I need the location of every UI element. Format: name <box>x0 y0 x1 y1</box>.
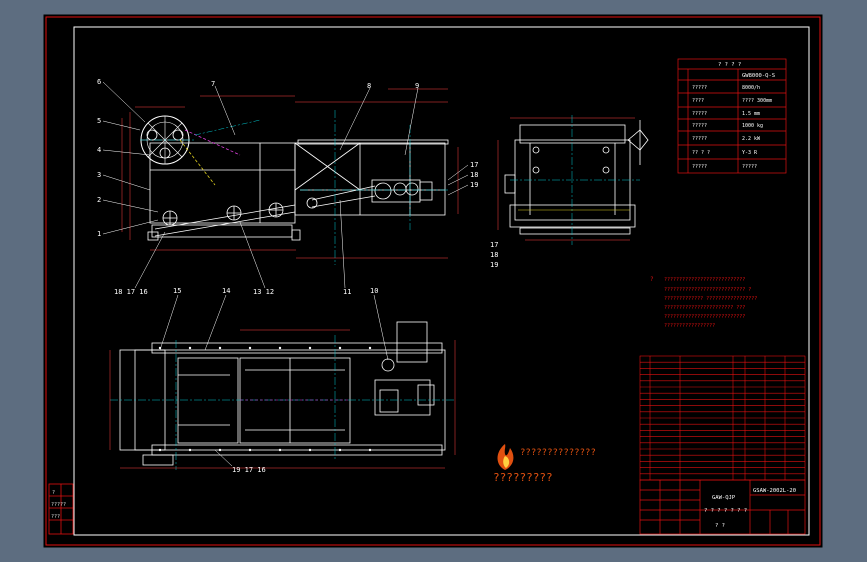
callout-4: 4 <box>97 146 101 154</box>
tech-row-5-value: 2.2 kW <box>742 136 761 142</box>
tech-row-2-value: ???? 300mm <box>742 98 772 104</box>
watermark-line-1: ?????????????? <box>520 448 596 458</box>
note-line-4: ??????????????????????? ??? <box>664 305 745 311</box>
left-strip-label-2: ????? <box>51 502 66 508</box>
callout-18-side: 18 <box>470 171 478 179</box>
note-line-3: ????????????? ????????????????? <box>664 296 757 302</box>
callout-9: 9 <box>415 82 419 90</box>
callout-6: 6 <box>97 78 101 86</box>
callout-11: 11 <box>343 288 351 296</box>
tech-row-3-value: 1.5 mm <box>742 111 760 117</box>
callout-18-17-16-side: 18 17 16 <box>114 288 148 296</box>
title-block <box>639 479 806 535</box>
callout-17-end: 17 <box>490 241 498 249</box>
tech-spec-table <box>677 58 787 174</box>
tech-table-title: ? ? ? ? <box>718 62 741 68</box>
note-line-1: ??????????????????????????? <box>664 277 745 283</box>
watermark-line-2: ????????? <box>493 471 553 484</box>
note-line-5: ??????????????????????????? <box>664 314 745 320</box>
callout-19-17-16-plan: 19 17 16 <box>232 466 266 474</box>
parts-list-table <box>639 355 806 481</box>
left-strip-label-3: ??? <box>51 514 60 520</box>
callout-19-end: 19 <box>490 261 498 269</box>
tech-row-7-value: ????? <box>742 164 757 170</box>
side-view <box>102 81 469 289</box>
callout-7: 7 <box>211 80 215 88</box>
tech-row-4-label: ????? <box>692 123 707 129</box>
callout-13-12: 13 12 <box>253 288 274 296</box>
inner-frame <box>73 26 810 536</box>
callout-2: 2 <box>97 196 101 204</box>
title-label-b: ? ? ? ? ? ? ? <box>704 508 747 514</box>
drawing-number: GSAW-2002L-20 <box>753 488 796 494</box>
watermark-logo <box>497 444 514 470</box>
tech-table-model: GW8000-Q-S <box>742 73 775 79</box>
note-line-2: ??????????????????????????? ? <box>664 287 751 293</box>
drawing-sheet <box>43 14 823 548</box>
tech-row-2-label: ???? <box>692 98 704 104</box>
tech-row-5-label: ????? <box>692 136 707 142</box>
sheet-border <box>45 16 821 546</box>
callout-15: 15 <box>173 287 181 295</box>
tech-row-4-value: 1000 kg <box>742 123 763 129</box>
title-label-a: GAW-QJP <box>712 495 736 501</box>
left-strip-label-1: ? <box>52 490 55 496</box>
tech-row-3-label: ????? <box>692 111 707 117</box>
note-line-6: ????????????????? <box>664 323 715 329</box>
title-label-c: ? ? <box>715 523 725 529</box>
callout-1: 1 <box>97 230 101 238</box>
callout-8: 8 <box>367 82 371 90</box>
callout-3: 3 <box>97 171 101 179</box>
callout-19-side: 19 <box>470 181 478 189</box>
callout-17-side: 17 <box>470 161 478 169</box>
notes-marker: ? <box>650 276 654 283</box>
callout-5: 5 <box>97 117 101 125</box>
callout-14: 14 <box>222 287 230 295</box>
callout-18-end: 18 <box>490 251 498 259</box>
tech-row-7-label: ????? <box>692 164 707 170</box>
tech-row-6-label: ?? ? ? <box>692 150 710 156</box>
tech-row-1-value: 8000/h <box>742 85 760 91</box>
tech-row-1-label: ????? <box>692 85 707 91</box>
left-title-strip <box>48 483 74 535</box>
callout-10: 10 <box>370 287 378 295</box>
tech-row-6-value: Y-3 R <box>742 150 758 156</box>
